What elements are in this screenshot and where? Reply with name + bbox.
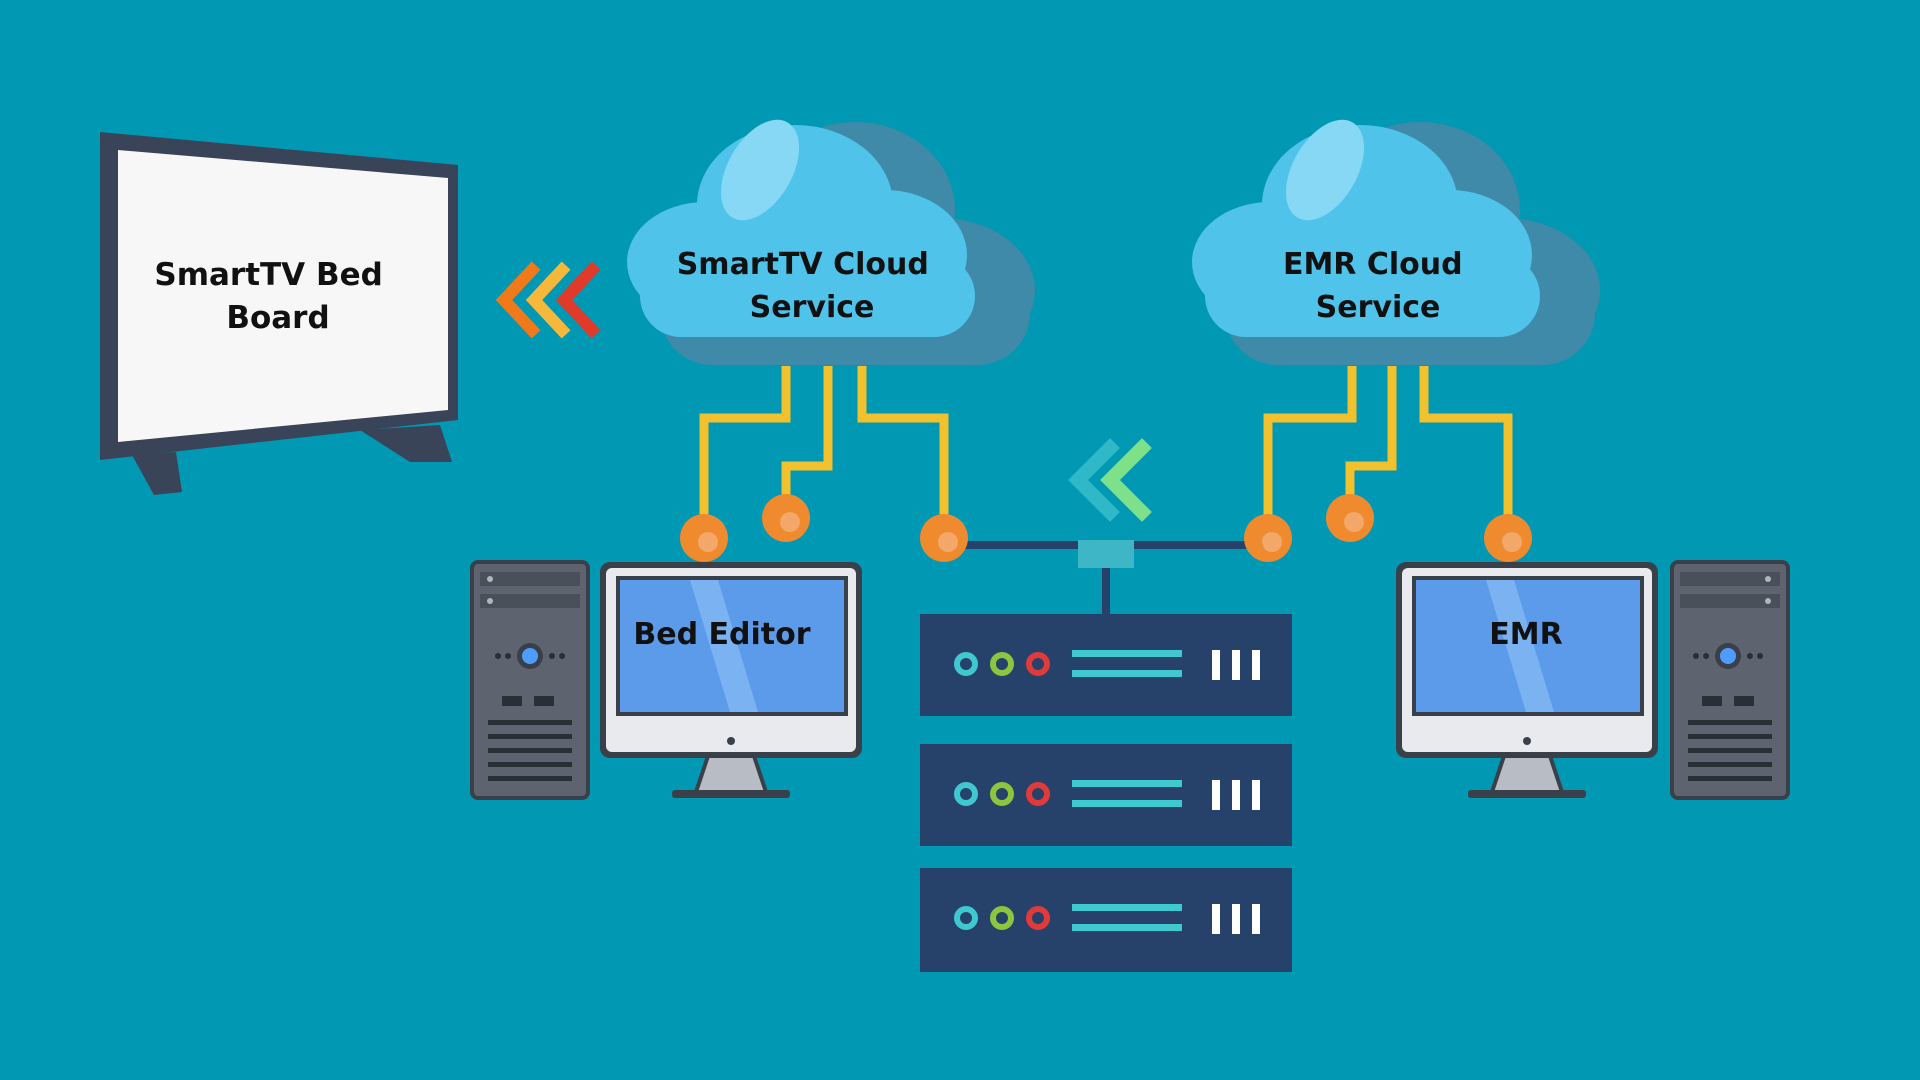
emr-cloud-label-line2: Service	[1316, 290, 1441, 325]
svg-text:EMR Cloud Service: EMR Cloud Service	[1283, 247, 1473, 325]
chevron-left-icon	[555, 261, 601, 339]
chevron-left-icon	[525, 261, 571, 339]
pc-tower-icon	[1670, 560, 1790, 800]
chevron-left-icon	[495, 261, 541, 339]
smart-tv-icon	[100, 132, 458, 495]
chevron-left-icon	[1100, 438, 1152, 522]
server-unit	[920, 868, 1292, 972]
svg-text:SmartTV Cloud Service: SmartTV Cloud Service	[677, 247, 940, 325]
desktop-monitor-icon	[600, 562, 862, 798]
data-flow-arrow-orange	[495, 261, 601, 339]
smarttv-cloud-icon	[627, 119, 1035, 365]
emr-cloud-icon	[1192, 119, 1600, 365]
connector-highlights	[698, 512, 1522, 552]
svg-text:SmartTV Bed Board: SmartTV Bed Board	[154, 257, 393, 336]
wires-emr-cloud	[1263, 366, 1513, 535]
server-rack-icon	[920, 614, 1292, 972]
chevron-left-icon	[1068, 438, 1120, 522]
wires-smarttv-cloud	[699, 366, 949, 535]
emr-label: EMR	[1489, 617, 1562, 652]
pc-tower-icon	[470, 560, 590, 800]
network-bus	[944, 540, 1268, 618]
server-unit	[920, 614, 1292, 716]
data-flow-arrow-green	[1068, 438, 1152, 522]
smart-tv-label-line2: Board	[226, 300, 329, 336]
server-unit	[920, 744, 1292, 846]
bed-editor-label: Bed Editor	[633, 617, 810, 652]
smarttv-cloud-label-line1: SmartTV Cloud	[677, 247, 929, 282]
emr-cloud-label-line1: EMR Cloud	[1283, 247, 1463, 282]
smart-tv-label-line1: SmartTV Bed	[154, 257, 382, 293]
smarttv-cloud-label-line2: Service	[750, 290, 875, 325]
desktop-monitor-icon	[1396, 562, 1658, 798]
